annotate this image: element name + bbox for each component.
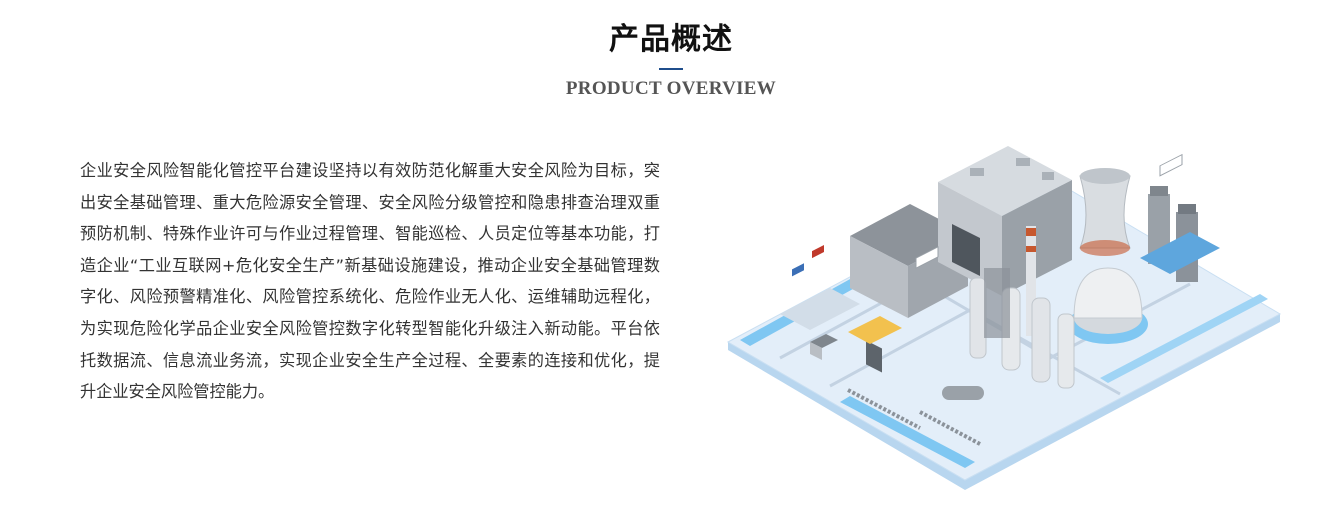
main-building-side: [1002, 180, 1072, 296]
section-header: 产品概述 PRODUCT OVERVIEW: [0, 18, 1342, 100]
tower-base: [1140, 232, 1220, 274]
main-building-roof: [938, 146, 1072, 216]
title-underline: [659, 68, 683, 70]
cooling-tower: [1079, 175, 1131, 249]
chimney-stripe: [1026, 228, 1036, 236]
horizontal-tank: [942, 386, 984, 400]
guard-kiosk: [810, 334, 838, 348]
cooling-tower-top: [1080, 168, 1130, 184]
fence: [919, 410, 981, 446]
main-building-door: [952, 224, 980, 276]
chimney-stripe: [1026, 246, 1036, 252]
roof-unit: [1016, 158, 1030, 166]
truck: [1159, 153, 1183, 177]
overview-description: 企业安全风险智能化管控平台建设坚持以有效防范化解重大安全风险为目标，突出安全基础…: [80, 161, 660, 402]
fence: [847, 388, 921, 430]
process-tower: [1057, 313, 1075, 389]
chimney: [1026, 226, 1036, 336]
tower-right-2-top: [1178, 204, 1196, 214]
roof-unit: [970, 168, 984, 176]
parking-lot: [780, 288, 860, 330]
cooling-tower-base: [1080, 240, 1130, 256]
car: [792, 263, 804, 277]
truck: [915, 246, 939, 269]
warehouse-left-front: [850, 236, 908, 318]
process-frame: [984, 268, 1010, 338]
section-title: 产品概述: [609, 22, 733, 57]
dome-tank: [1073, 267, 1143, 319]
process-tower: [1031, 297, 1051, 383]
tower-right-1-top: [1150, 186, 1168, 196]
roof-unit: [1042, 172, 1054, 180]
section-subtitle: PRODUCT OVERVIEW: [565, 78, 777, 99]
water-channel-bottom: [840, 396, 975, 468]
car: [812, 245, 824, 259]
process-tower: [969, 277, 987, 359]
chemical-plant-illustration: [726, 146, 1282, 490]
guard-kiosk-front: [810, 342, 822, 360]
warehouse-left-door: [866, 340, 882, 373]
hazard-zone: [848, 316, 902, 344]
water-channel-right: [1100, 294, 1268, 383]
